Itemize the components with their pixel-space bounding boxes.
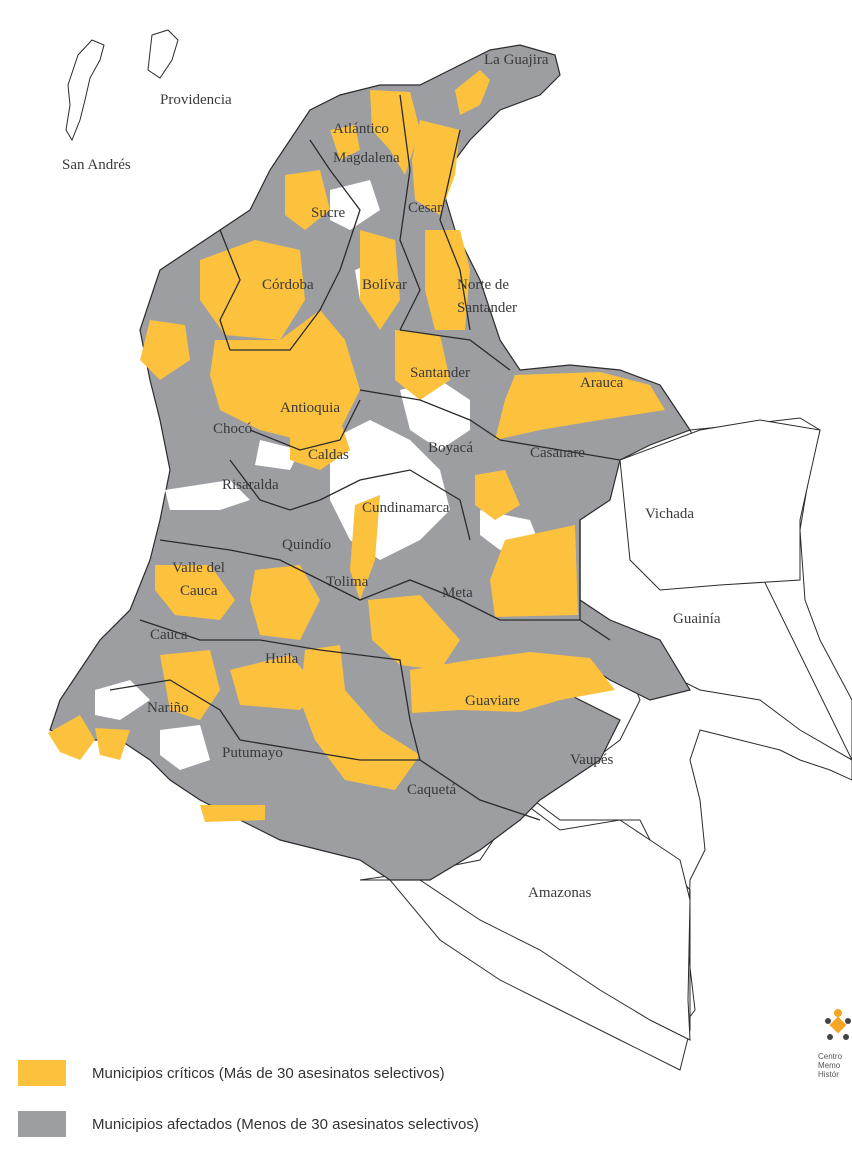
label-guaviare: Guaviare: [465, 693, 520, 709]
legend-critical: Municipios críticos (Más de 30 asesinato…: [18, 1060, 445, 1086]
label-cesar: Cesar: [408, 200, 443, 216]
critical-area-guajira: [455, 70, 490, 115]
critical-area-huila: [230, 655, 320, 710]
critical-area-norte-santander: [425, 230, 470, 330]
legend-critical-swatch: [18, 1060, 66, 1086]
label-san-andres: San Andrés: [62, 157, 131, 173]
label-la-guajira: La Guajira: [484, 52, 549, 68]
san-andres-island: [65, 39, 105, 142]
centro-memoria-logo: Centro Memo Histór: [818, 1003, 852, 1083]
label-bolivar: Bolívar: [362, 277, 407, 293]
unaffected-patch-antioquia: [255, 440, 300, 470]
label-choco: Chocó: [213, 421, 253, 437]
label-huila: Huila: [265, 651, 299, 667]
critical-area-santander: [395, 330, 450, 400]
critical-area-meta: [368, 595, 460, 670]
critical-area-arauca: [495, 372, 665, 440]
critical-area-sucre: [285, 170, 330, 230]
vichada-region: [619, 419, 821, 591]
label-risaralda: Risaralda: [222, 477, 279, 493]
logo-text-2: Memo: [818, 1061, 841, 1070]
label-vichada: Vichada: [645, 506, 695, 522]
label-magdalena: Magdalena: [333, 150, 400, 166]
logo-text-1: Centro: [818, 1052, 843, 1061]
legend-affected-text: Municipios afectados (Menos de 30 asesin…: [92, 1115, 479, 1133]
unaffected-patch-south: [95, 680, 150, 720]
label-quindio: Quindío: [282, 537, 332, 553]
label-cundinamarca: Cundinamarca: [362, 500, 450, 516]
unaffected-patch-putumayo: [160, 725, 210, 770]
critical-area-tolima: [250, 565, 320, 640]
critical-area-guaviare: [410, 652, 615, 713]
legend-affected-swatch: [18, 1111, 66, 1137]
label-arauca: Arauca: [580, 375, 624, 391]
label-vaupes: Vaupés: [570, 752, 614, 768]
critical-area-cordoba: [200, 240, 305, 340]
critical-area-valle: [155, 565, 235, 620]
label-meta: Meta: [442, 585, 473, 601]
unaffected-patch-north: [330, 180, 380, 230]
logo-text-3: Histór: [818, 1070, 839, 1079]
critical-area-casanare: [475, 470, 520, 520]
critical-area-antioquia: [210, 310, 360, 440]
label-boyaca: Boyacá: [428, 440, 473, 456]
critical-area-caqueta: [300, 645, 420, 790]
label-caqueta: Caquetá: [407, 782, 457, 798]
label-casanare: Casanare: [530, 445, 585, 461]
label-putumayo: Putumayo: [222, 745, 283, 761]
critical-area-cauca: [160, 650, 220, 720]
label-providencia: Providencia: [160, 92, 232, 108]
label-norte-santander-2: Santander: [457, 300, 517, 316]
label-amazonas: Amazonas: [528, 885, 592, 901]
critical-area-narino-2: [95, 728, 130, 760]
logo-emblem-icon: [825, 1009, 851, 1040]
critical-area-putumayo: [200, 805, 265, 822]
label-antioquia: Antioquia: [280, 400, 340, 416]
label-santander: Santander: [410, 365, 470, 381]
critical-area-narino: [48, 715, 95, 760]
unaffected-patch-west: [165, 480, 250, 510]
label-cordoba: Córdoba: [262, 277, 314, 293]
label-sucre: Sucre: [311, 205, 346, 221]
label-guainia: Guainía: [673, 611, 721, 627]
critical-area-choco-north: [140, 320, 190, 380]
label-valle-2: Cauca: [180, 583, 218, 599]
critical-area-bolivar: [360, 230, 400, 330]
label-atlantico: Atlántico: [333, 121, 389, 137]
label-norte-santander-1: Norte de: [457, 277, 510, 293]
label-narino: Nariño: [147, 700, 189, 716]
critical-area-tolima-east: [350, 495, 380, 600]
legend-critical-text: Municipios críticos (Más de 30 asesinato…: [92, 1064, 445, 1082]
legend-affected: Municipios afectados (Menos de 30 asesin…: [18, 1111, 479, 1137]
department-borders: [109, 94, 621, 821]
providencia-island: [147, 29, 179, 79]
critical-area-meta-east: [490, 525, 578, 617]
critical-area-atlantico: [330, 125, 360, 160]
critical-area-cesar: [412, 120, 460, 215]
label-valle-1: Valle del: [172, 560, 225, 576]
label-tolima: Tolima: [326, 574, 369, 590]
label-caldas: Caldas: [308, 447, 349, 463]
label-cauca: Cauca: [150, 627, 188, 643]
